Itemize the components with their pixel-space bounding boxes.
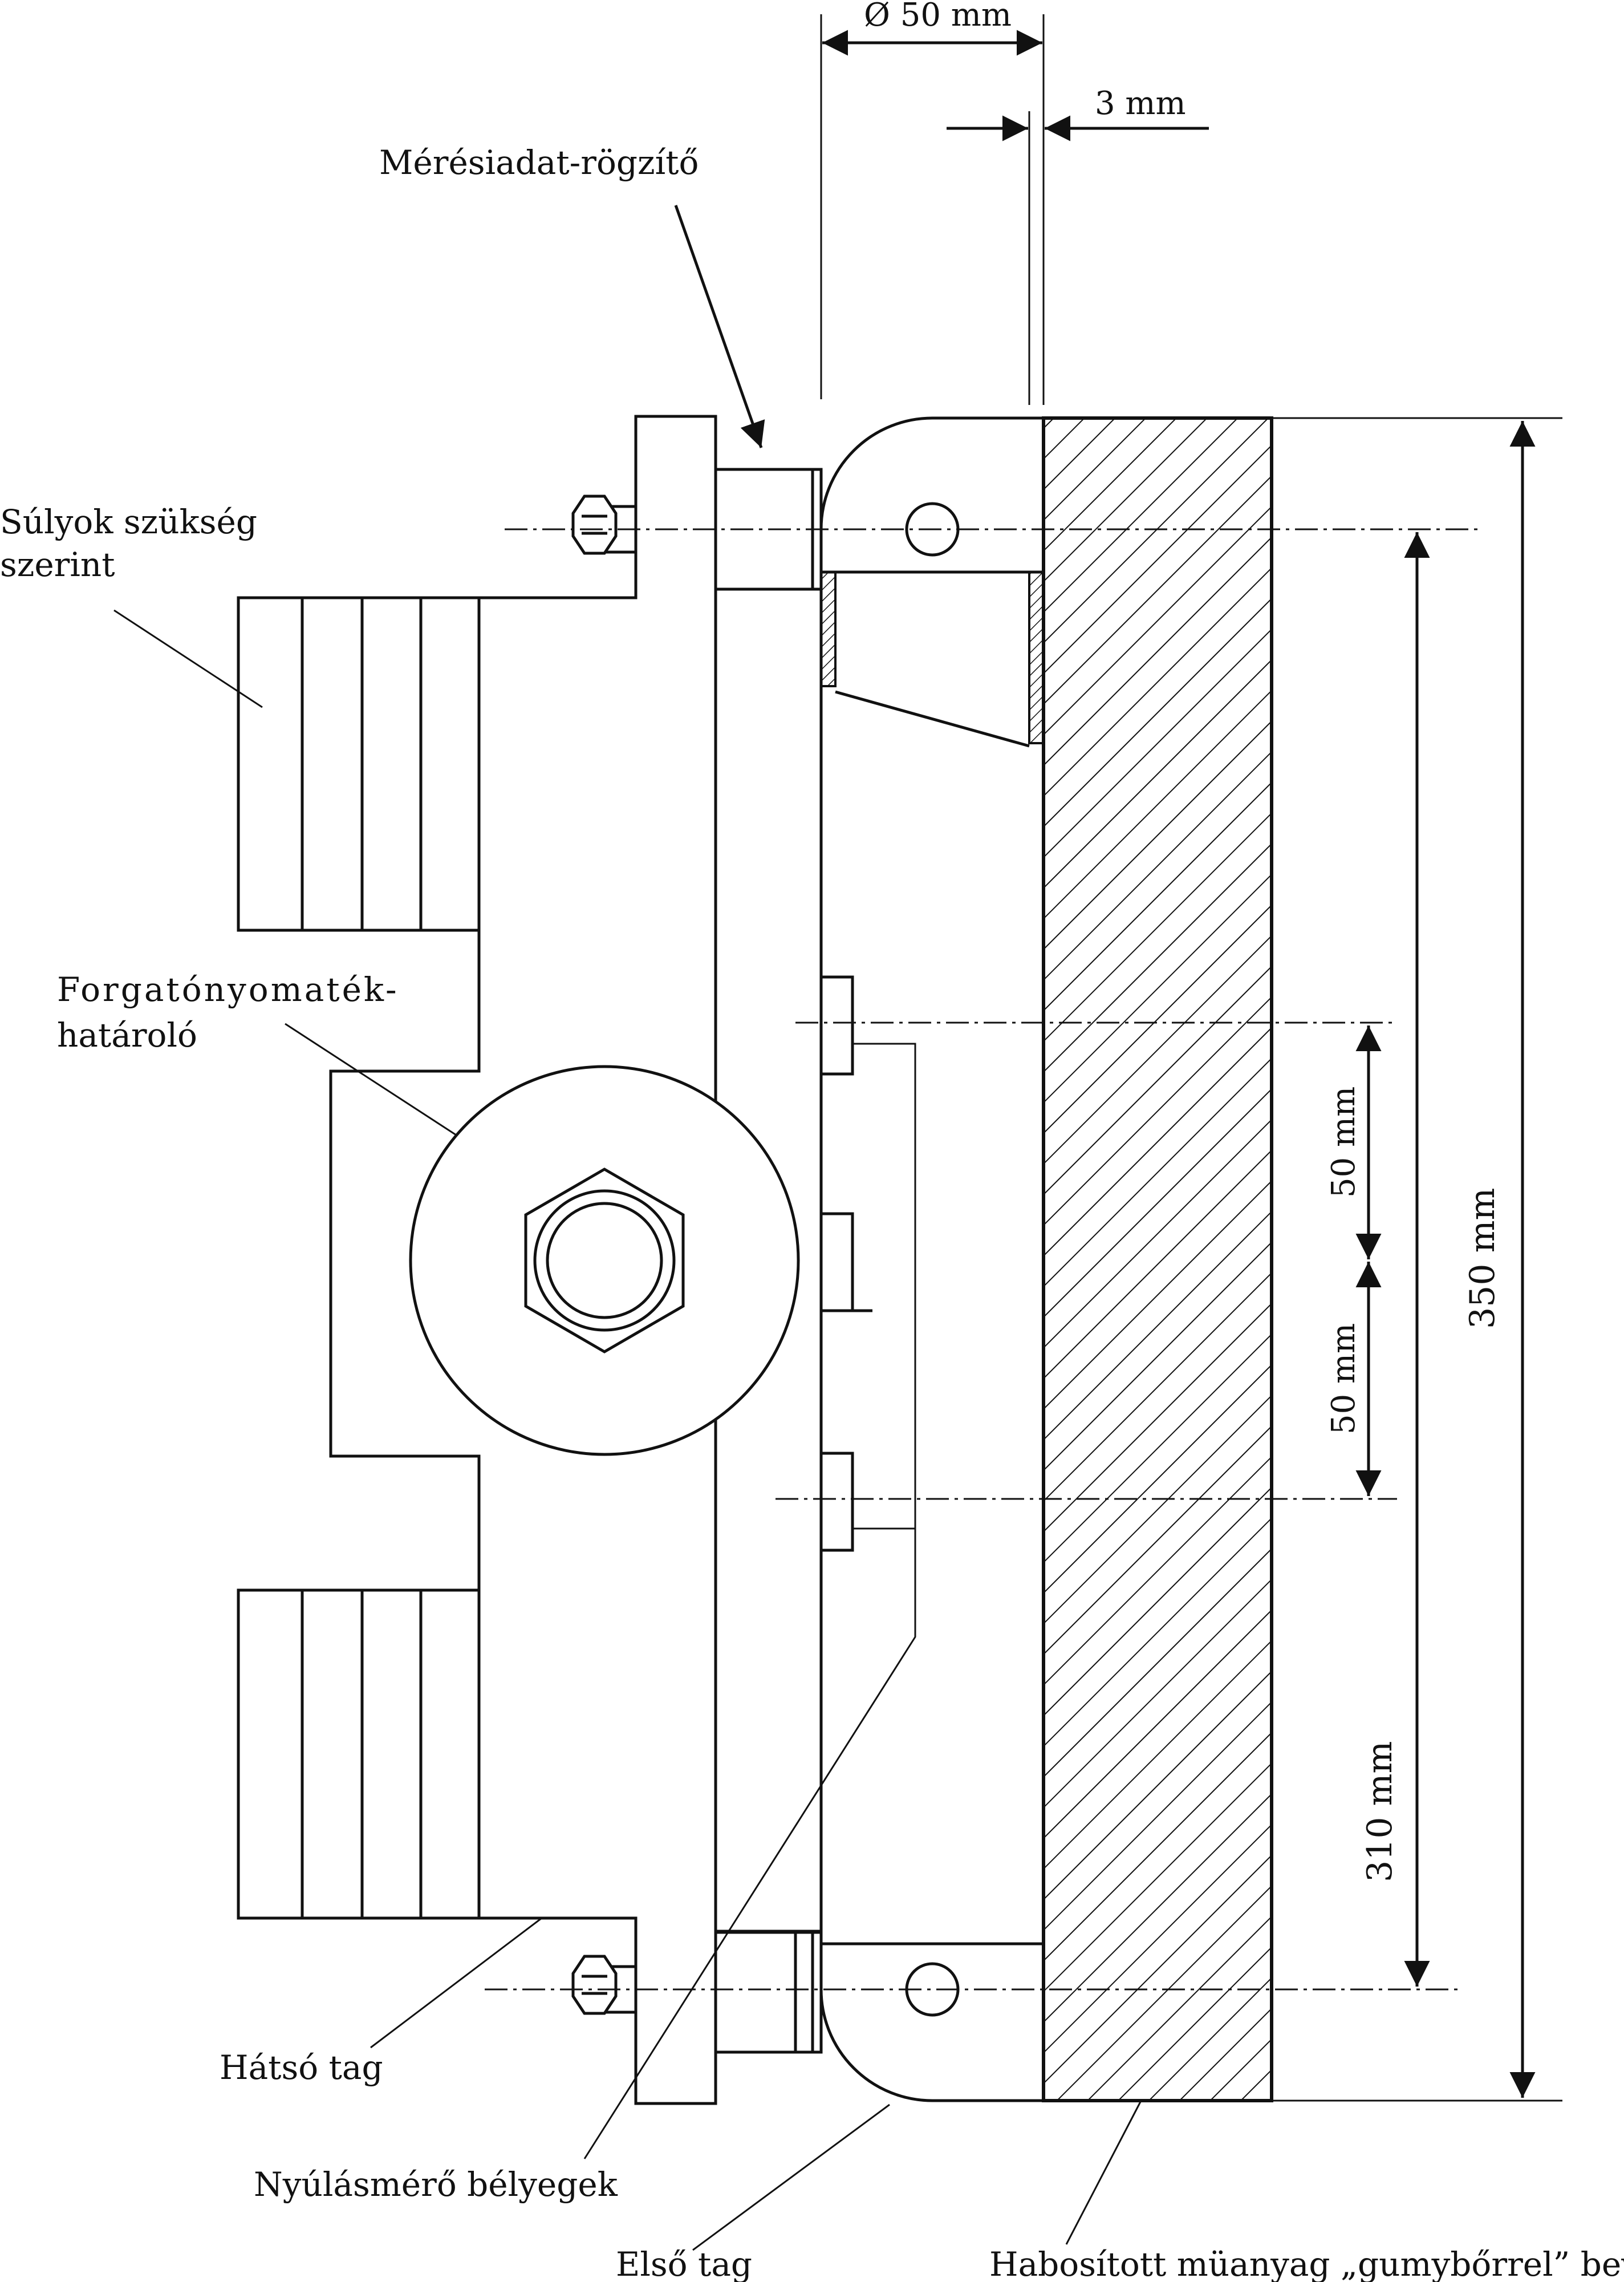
front-member [819,416,1044,2102]
bottom-spacer-block [714,1931,814,2054]
label-dim-50-top: 50 mm [1325,1087,1362,1198]
upper-weights [237,596,481,932]
torque-limiter [409,1065,800,1456]
label-diameter: Ø 50 mm [864,0,1012,34]
label-strain-gauges: Nyúlásmérő bélyegek [254,2165,618,2204]
top-bolt [571,494,638,555]
label-torque-line1: Forgatónyomaték- [57,970,399,1009]
label-data-logger: Mérésiadat-rögzítő [379,143,699,182]
label-weights-line1: Súlyok szükség [0,502,257,541]
lower-weights [237,1588,481,1920]
foam-block [1042,416,1273,2102]
label-dim-50-bottom: 50 mm [1325,1323,1362,1434]
bottom-bolt [571,1955,638,2015]
label-dim-310: 310 mm [1360,1741,1400,1882]
label-torque-line2: határoló [57,1016,197,1055]
label-foam: Habosított müanyag „gumybőrrel” bevonva [989,2245,1624,2282]
label-front-member: Első tag [616,2245,752,2282]
inner-tube-wall-right [1028,571,1045,744]
strain-gauges [819,975,872,1552]
label-dim-350: 350 mm [1463,1188,1503,1329]
label-weights-line2: szerint [0,545,115,584]
label-thickness: 3 mm [1095,85,1186,122]
inner-tube-wall-left [820,571,837,687]
label-rear-member: Hátsó tag [220,2048,383,2087]
